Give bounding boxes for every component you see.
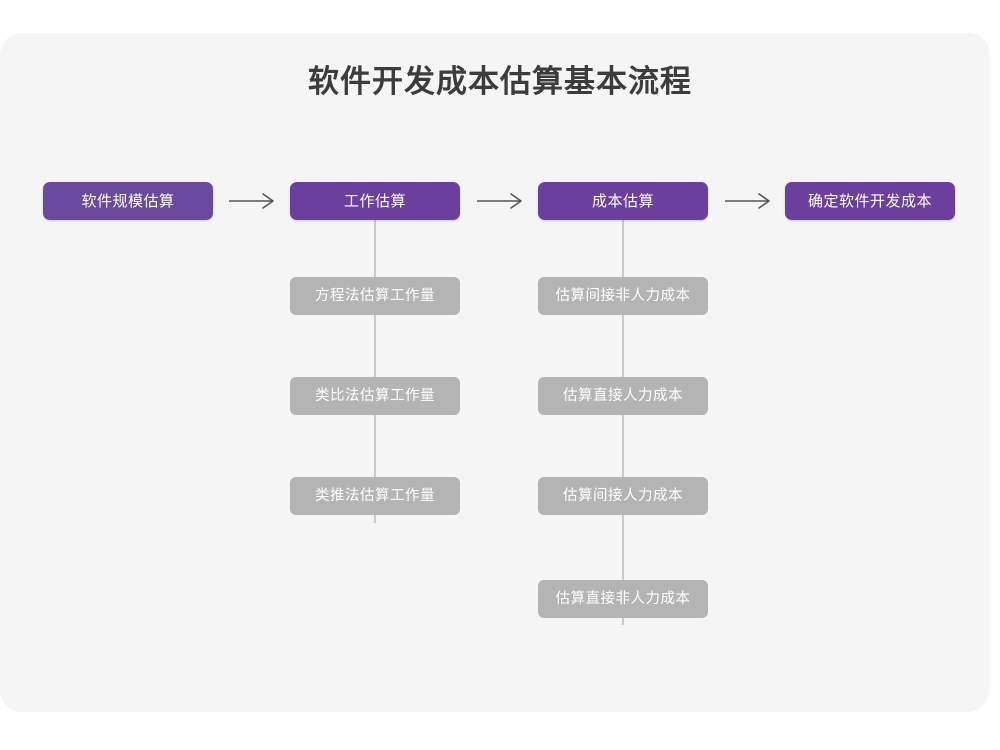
sub-node-inference-method-workload[interactable]: 类推法估算工作量 [290, 477, 460, 515]
diagram-card [0, 33, 990, 712]
connector-line-step3 [622, 213, 624, 625]
sub-node-label: 估算直接人力成本 [563, 387, 683, 404]
sub-node-label: 估算间接人力成本 [563, 487, 683, 504]
step-node-software-scale-estimation[interactable]: 软件规模估算 [43, 182, 213, 220]
step-node-label: 软件规模估算 [81, 192, 175, 210]
sub-node-label: 类比法估算工作量 [315, 387, 435, 404]
flow-arrow-1 [228, 190, 278, 212]
sub-node-indirect-non-labor-cost[interactable]: 估算间接非人力成本 [538, 277, 708, 315]
sub-node-equation-method-workload[interactable]: 方程法估算工作量 [290, 277, 460, 315]
sub-node-label: 方程法估算工作量 [315, 287, 435, 304]
sub-node-direct-labor-cost[interactable]: 估算直接人力成本 [538, 377, 708, 415]
sub-node-label: 估算间接非人力成本 [555, 287, 691, 304]
flow-arrow-2 [476, 190, 526, 212]
flow-arrow-3 [724, 190, 774, 212]
step-node-determine-development-cost[interactable]: 确定软件开发成本 [785, 182, 955, 220]
sub-node-indirect-labor-cost[interactable]: 估算间接人力成本 [538, 477, 708, 515]
sub-node-label: 类推法估算工作量 [315, 487, 435, 504]
step-node-cost-estimation[interactable]: 成本估算 [538, 182, 708, 220]
page-title: 软件开发成本估算基本流程 [308, 64, 692, 99]
step-node-label: 确定软件开发成本 [807, 192, 932, 210]
step-node-label: 成本估算 [591, 192, 654, 210]
sub-node-label: 估算直接非人力成本 [555, 590, 691, 607]
step-node-label: 工作估算 [343, 192, 406, 210]
connector-line-step2 [374, 213, 376, 523]
sub-node-direct-non-labor-cost[interactable]: 估算直接非人力成本 [538, 580, 708, 618]
step-node-work-estimation[interactable]: 工作估算 [290, 182, 460, 220]
sub-node-analogy-method-workload[interactable]: 类比法估算工作量 [290, 377, 460, 415]
